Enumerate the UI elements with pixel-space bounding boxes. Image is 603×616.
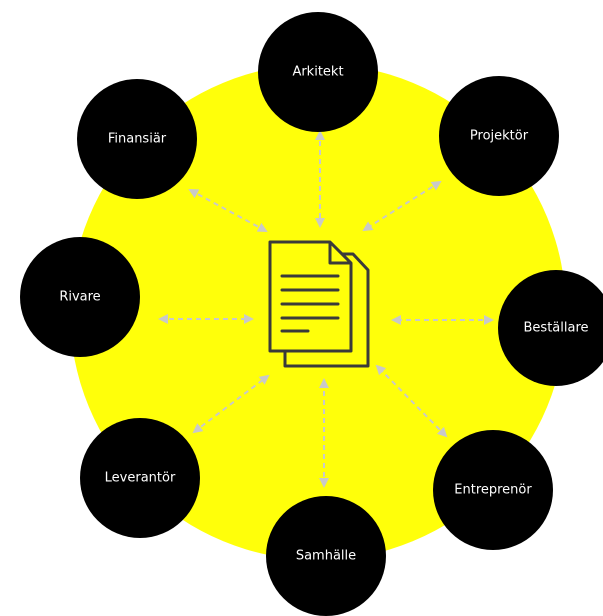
node-finansiar: Finansiär: [77, 79, 197, 199]
node-label-finansiar: Finansiär: [108, 132, 167, 147]
node-entreprenor: Entreprenör: [433, 430, 553, 550]
node-label-rivare: Rivare: [59, 290, 100, 305]
arrow-projektor: [362, 180, 442, 232]
arrow-leverantor: [192, 374, 270, 434]
node-label-arkitekt: Arkitekt: [292, 65, 343, 80]
node-rivare: Rivare: [20, 237, 140, 357]
node-arkitekt: Arkitekt: [258, 12, 378, 132]
node-label-projektor: Projektör: [470, 129, 529, 144]
node-label-entreprenor: Entreprenör: [454, 483, 532, 498]
arrow-entreprenor: [375, 364, 448, 438]
node-bestallare: Beställare: [498, 270, 603, 386]
spoke-arrows: [158, 130, 494, 488]
node-leverantor: Leverantör: [80, 418, 200, 538]
node-projektor: Projektör: [439, 76, 559, 196]
node-samhalle: Samhälle: [266, 496, 386, 616]
node-label-samhalle: Samhälle: [296, 549, 356, 564]
document-stack-icon: [268, 240, 370, 368]
node-label-leverantor: Leverantör: [105, 471, 176, 486]
node-label-bestallare: Beställare: [524, 321, 589, 336]
